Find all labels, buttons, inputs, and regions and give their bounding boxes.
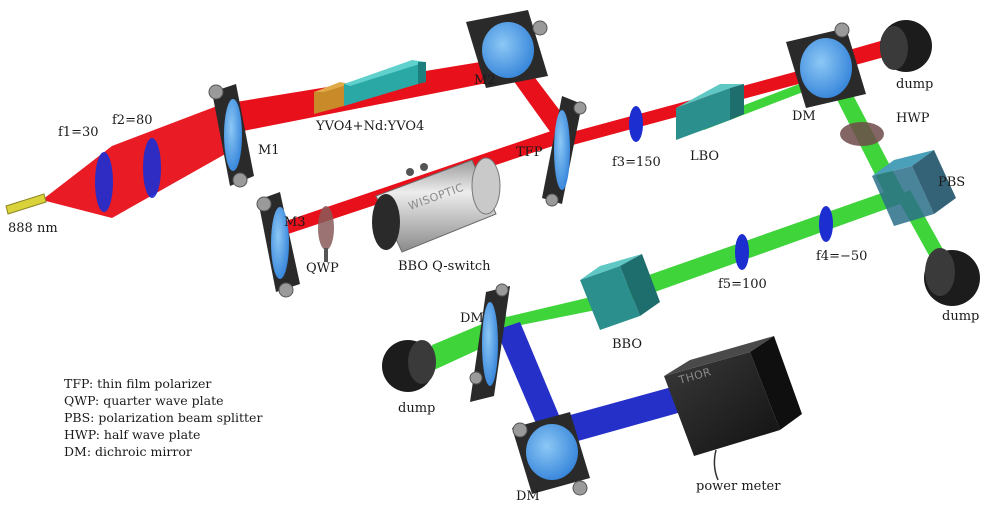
knob-icon (572, 480, 588, 496)
legend-item: QWP: quarter wave plate (64, 393, 224, 408)
laser-source-label: 888 nm (8, 221, 58, 236)
lens-f2 (143, 138, 161, 198)
dichroic-mirror-top (786, 22, 866, 108)
green-beam-bbo-to-dm (502, 292, 616, 328)
mirror-m2-label: M2 (474, 73, 496, 88)
hwp-label: HWP (896, 111, 930, 126)
half-wave-plate (840, 122, 884, 146)
blue-beam-dm-to-meter (552, 382, 696, 446)
knob-icon (256, 196, 272, 212)
knob-icon (545, 193, 559, 207)
legend-item: HWP: half wave plate (64, 427, 200, 442)
lbo-label: LBO (690, 149, 719, 164)
knob-icon (208, 84, 224, 100)
blue-beam-dm-to-dm (496, 322, 566, 442)
dump-left-label: dump (398, 401, 435, 416)
dichroic-mirror-bottom (512, 412, 590, 496)
knob-icon (469, 371, 483, 385)
lens-f1-label: f1=30 (58, 125, 99, 140)
knob-icon (512, 422, 528, 438)
lens-f3-label: f3=150 (612, 155, 661, 170)
lens-f4 (819, 206, 833, 242)
dump-right-label: dump (942, 309, 979, 324)
knob-icon (232, 172, 248, 188)
mirror-m3-label: M3 (284, 215, 306, 230)
lens-f1 (95, 152, 113, 212)
mirror-m3 (256, 192, 300, 298)
connector-icon (406, 168, 414, 176)
knob-icon (495, 283, 509, 297)
legend: TFP: thin film polarizer QWP: quarter wa… (64, 376, 262, 459)
lens-f4-label: f4=−50 (816, 249, 867, 264)
bbo-crystal (580, 254, 660, 330)
lbo-crystal (676, 84, 744, 140)
pbs-label: PBS (938, 175, 965, 190)
connector-icon (420, 163, 428, 171)
lens-f5 (735, 234, 749, 270)
mirror-m1 (208, 84, 254, 188)
lens-f5-label: f5=100 (718, 277, 767, 292)
qwp-label: QWP (306, 261, 339, 276)
dm-top-label: DM (792, 109, 816, 124)
bbo-q-switch: WISOPTIC (372, 157, 501, 253)
mirror-m1-label: M1 (258, 143, 280, 158)
legend-item: DM: dichroic mirror (64, 444, 192, 459)
ir-beam-expanding (42, 98, 238, 218)
knob-icon (573, 101, 587, 115)
knob-icon (834, 22, 850, 38)
power-meter-label: power meter (696, 479, 781, 494)
q-switch-label: BBO Q-switch (398, 259, 491, 274)
gain-crystal-label: YVO4+Nd:YVO4 (315, 119, 424, 134)
meter-cable (713, 449, 719, 481)
beam-dump-left (382, 340, 436, 392)
gain-crystal (314, 60, 426, 114)
thin-film-polarizer (542, 96, 587, 207)
dump-top-label: dump (896, 77, 933, 92)
beam-dump-right (924, 248, 980, 306)
dm-bottom-label: DM (516, 489, 540, 504)
knob-icon (278, 282, 294, 298)
legend-item: PBS: polarization beam splitter (64, 410, 262, 425)
quarter-wave-plate (318, 206, 334, 262)
lens-f2-label: f2=80 (112, 113, 153, 128)
mirror-m2 (466, 10, 548, 88)
bbo-label: BBO (612, 337, 642, 352)
polarization-beam-splitter (872, 150, 956, 226)
lens-f3 (629, 106, 643, 142)
beam-dump-top (880, 20, 932, 72)
fiber-source (5, 193, 47, 215)
power-meter: THOR (664, 336, 802, 481)
tfp-label: TFP (516, 145, 543, 160)
dichroic-mirror-middle (469, 283, 510, 402)
dm-middle-label: DM (460, 311, 484, 326)
legend-item: TFP: thin film polarizer (64, 376, 211, 391)
blue-beam-path (496, 322, 696, 446)
knob-icon (532, 20, 548, 36)
